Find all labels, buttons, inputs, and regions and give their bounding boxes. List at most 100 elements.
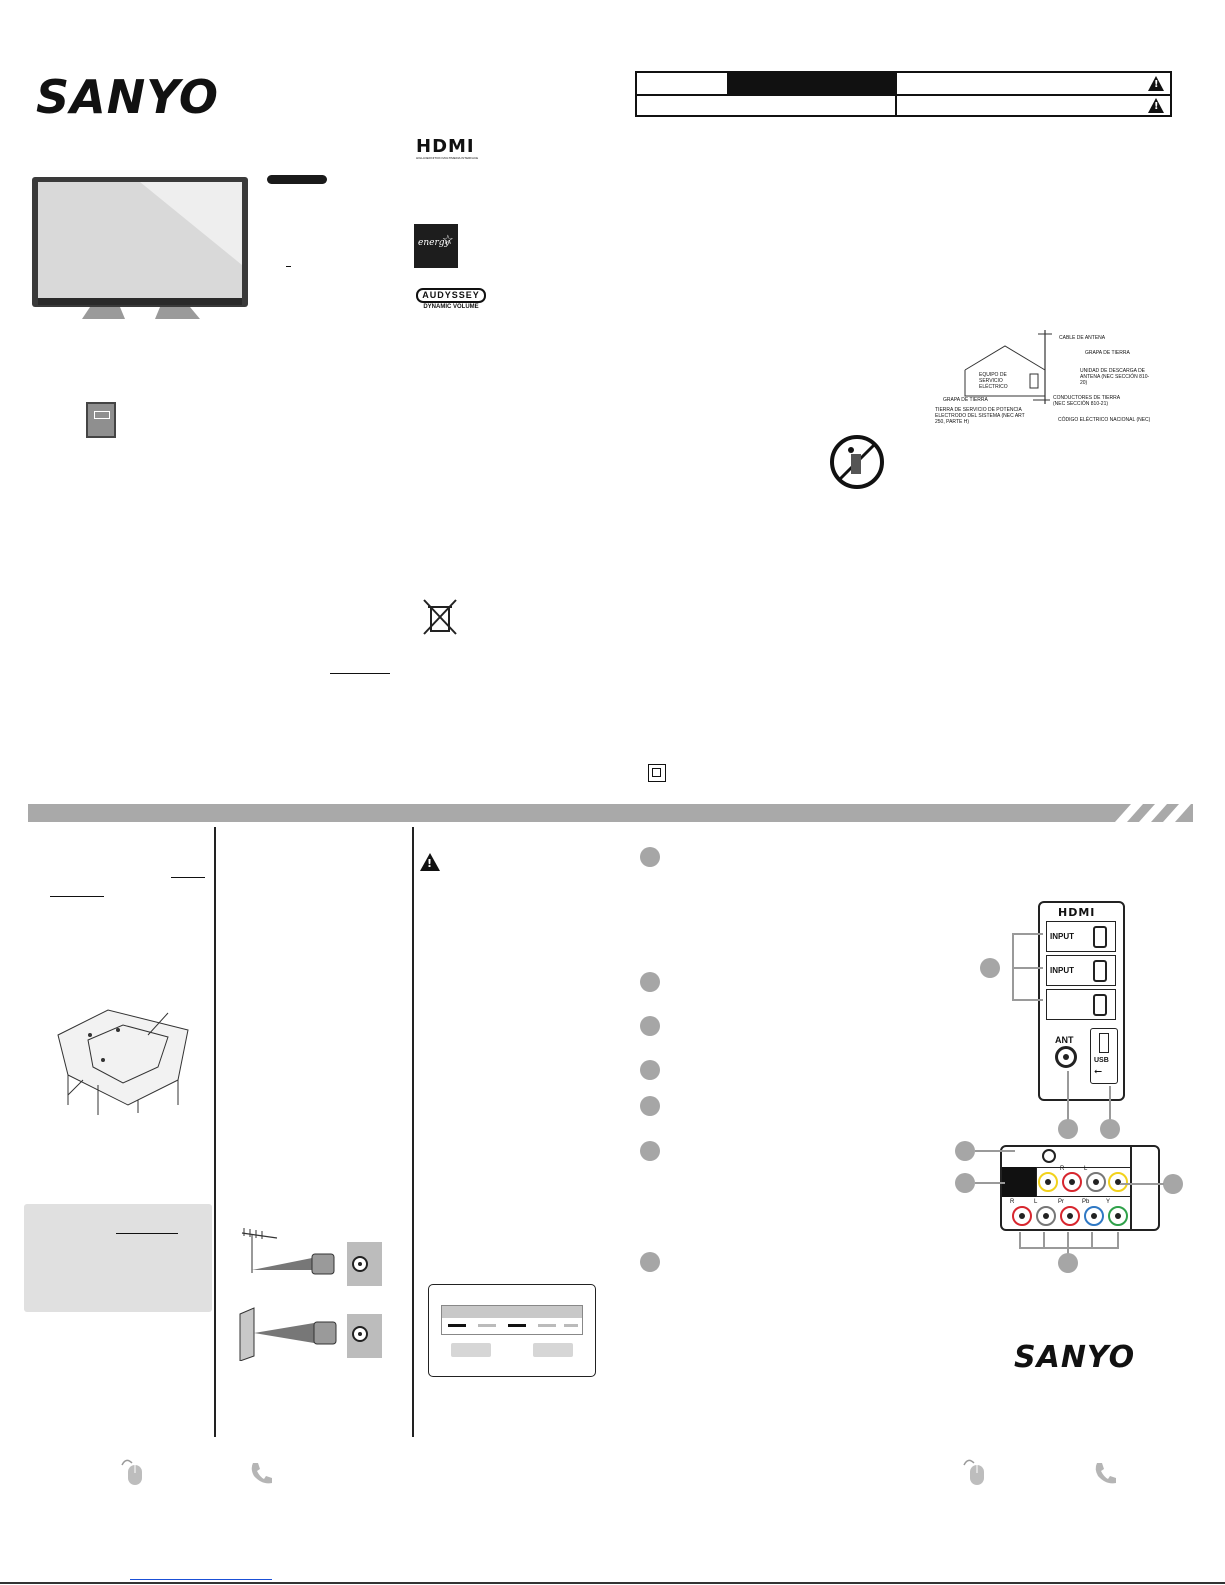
step-circle-2 [640,972,660,992]
rear-panel-upper: HDMI INPUT INPUT ANT USB ⭠ [1038,901,1125,1101]
av-jack-yellow[interactable] [1108,1172,1128,1192]
antenna-connection-illustration [232,1228,387,1288]
step-circle-1 [640,847,660,867]
battery-4 [538,1324,556,1327]
comp-jack-pr[interactable] [1060,1206,1080,1226]
battery-5 [564,1324,578,1327]
column-divider-1 [214,827,216,1437]
gd-label-cable: CABLE DE ANTENA [1059,335,1106,341]
battery-diagram-box [428,1284,596,1377]
hdmi-tagline: HIGH-DEFINITION MULTIMEDIA INTERFACE [416,156,479,160]
warning-table-black-header [727,73,895,94]
antenna-grounding-diagram: CABLE DE ANTENA GRAPA DE TIERRA UNIDAD D… [935,330,1150,426]
energy-star-text: energy [418,238,450,248]
av-input-block [1002,1167,1036,1197]
audyssey-text: AUDYSSEY [416,288,486,303]
mouse-icon[interactable] [120,1457,146,1493]
col1-underline-2 [50,896,104,897]
comp-jack-red-audio[interactable] [1012,1206,1032,1226]
comp-jack-y[interactable] [1108,1206,1128,1226]
hdmi-input-1-label: INPUT [1050,932,1074,941]
battery-3 [508,1324,526,1327]
page-bottom-rule [0,1582,1225,1584]
double-insulation-icon [648,764,666,782]
step-circle-4 [640,1060,660,1080]
note-box [24,1204,212,1312]
hdmi-port-2: INPUT [1046,955,1116,986]
callout-circle-av [955,1173,975,1193]
av-jack-yellow-left[interactable] [1038,1172,1058,1192]
step-circle-3 [640,1016,660,1036]
col1-underline-1 [171,877,205,878]
hdmi-logo: HDMI HIGH-DEFINITION MULTIMEDIA INTERFAC… [416,138,496,162]
battery-1 [448,1324,466,1327]
audyssey-logo: AUDYSSEY DYNAMIC VOLUME [416,288,486,310]
cart-warning-icon [829,434,885,490]
callout-circle-ant [1058,1119,1078,1139]
note-box-underline [116,1233,178,1234]
weee-bin-icon [420,597,460,637]
stand-assembly-illustration [48,1005,198,1115]
gd-label-equipo: EQUIPO DE SERVICIO ELÉCTRICO [979,372,1008,390]
comp-letter-l: L [1034,1199,1038,1205]
step-circle-5 [640,1096,660,1116]
ant-label: ANT [1055,1035,1074,1045]
gd-label-tierra: TIERRA DE SERVICIO DE POTENCIA ELECTRODO… [935,407,1025,425]
callout-line-video [1120,1183,1164,1185]
audyssey-sub: DYNAMIC VOLUME [423,304,479,310]
hdmi-logo-text: HDMI [416,136,475,157]
audio-out-jack[interactable] [1042,1149,1056,1163]
usb-port[interactable]: USB ⭠ [1090,1028,1118,1084]
av-letter-r: R [1060,1166,1065,1172]
wall-cable-connection-illustration [236,1306,386,1362]
callout-line-audio-out [975,1150,1015,1152]
hdmi-input-2-label: INPUT [1050,966,1074,975]
callout-line-usb [1109,1086,1111,1122]
hdmi-port-1-socket[interactable] [1093,926,1107,948]
phone-icon-right[interactable] [1092,1460,1118,1492]
gd-label-grapa-1: GRAPA DE TIERRA [1085,350,1130,356]
av-letter-l: L [1084,1166,1088,1172]
av-jack-red[interactable] [1062,1172,1082,1192]
star-icon: ☆ [442,232,454,247]
section-header-bar [28,804,1193,822]
comp-letter-pr: Pr [1058,1199,1064,1205]
callout-circle-audio-out [955,1141,975,1161]
callout-lines-hdmi [985,928,1045,1008]
callout-circle-component [1058,1253,1078,1273]
callout-line-av [975,1182,1005,1184]
comp-jack-pb[interactable] [1084,1206,1104,1226]
gd-label-unidad: UNIDAD DE DESCARGA DE ANTENA (NEC SECCIÓ… [1080,368,1150,386]
av-jack-white[interactable] [1086,1172,1106,1192]
hdmi-port-1: INPUT [1046,921,1116,952]
caution-triangle-icon: ! [1148,98,1164,113]
footer-link-underline[interactable] [130,1579,272,1580]
callout-circle-video [1163,1174,1183,1194]
battery-label-block-1 [451,1343,491,1357]
usb-label: USB [1094,1057,1109,1064]
step-circle-7 [640,1252,660,1272]
callout-circle-hdmi [980,958,1000,978]
manual-book-icon [86,402,116,438]
gd-label-conductores: CONDUCTORES DE TIERRA (NEC SECCIÓN 810-2… [1053,395,1120,407]
gd-label-nec: CÓDIGO ELÉCTRICO NACIONAL (NEC) [1058,417,1151,423]
battery-2 [478,1324,496,1327]
comp-letter-y: Y [1106,1199,1111,1205]
mouse-icon-right[interactable] [962,1457,988,1493]
hdmi-port-3-socket[interactable] [1093,994,1107,1016]
column-divider-2 [412,827,414,1437]
comp-jack-white-audio[interactable] [1036,1206,1056,1226]
sanyo-logo: SANYO [36,70,220,124]
warning-triangle-icon: ! [1148,76,1164,91]
callout-line-ant [1067,1071,1069,1121]
comp-letter-r: R [1010,1199,1015,1205]
usb-icon: ⭠ [1094,1066,1102,1077]
phone-icon[interactable] [248,1460,274,1492]
ant-port[interactable] [1055,1046,1077,1068]
energy-star-logo: energy ☆ [414,224,458,268]
callout-circle-usb [1100,1119,1120,1139]
column3-warning-icon: ! [420,853,440,871]
hdmi-port-2-socket[interactable] [1093,960,1107,982]
warning-table: ! ! [635,71,1172,117]
underline-mark [330,673,390,674]
